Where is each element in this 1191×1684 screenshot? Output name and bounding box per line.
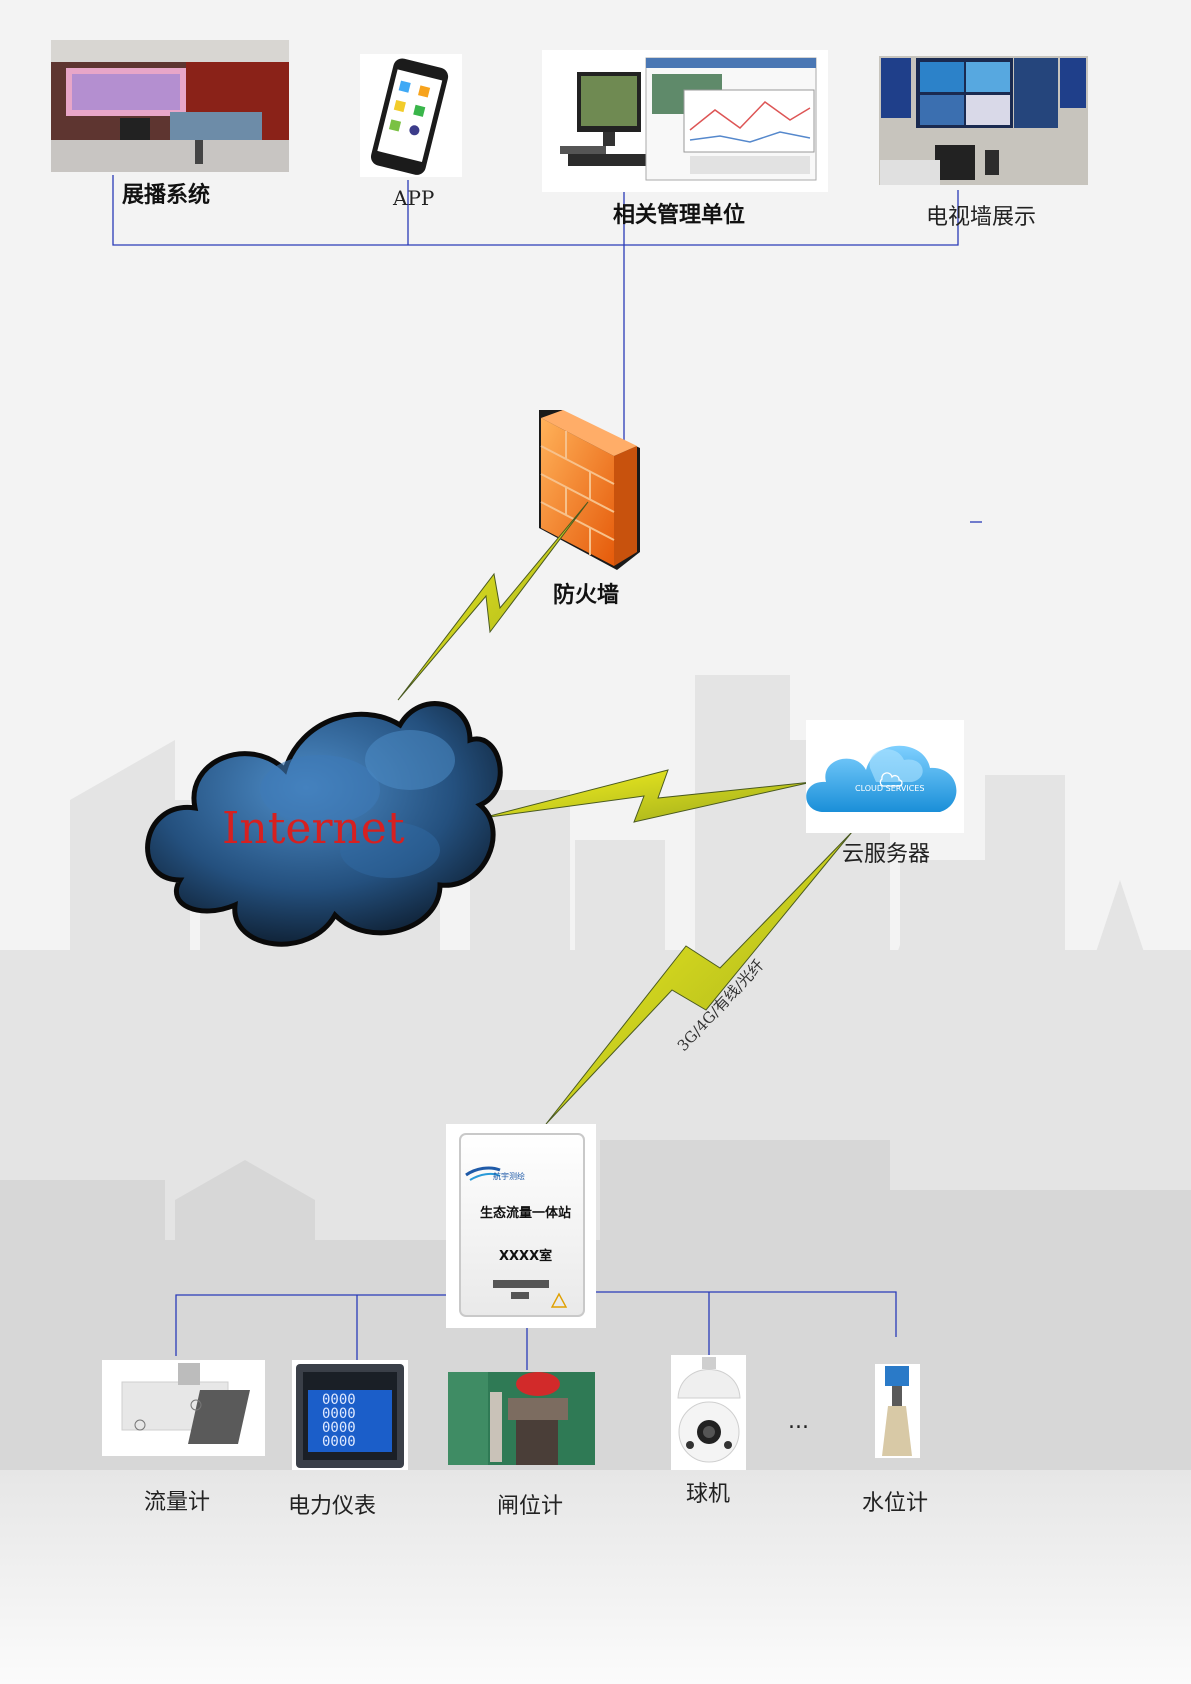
management-computer-photo: [542, 50, 828, 192]
dome-camera-label: 球机: [686, 1482, 730, 1507]
flowmeter-label: 流量计: [144, 1490, 210, 1515]
water-level-label: 水位计: [862, 1491, 928, 1516]
lightning-link-firewall-internet: [397, 501, 589, 701]
station-subtitle: XXXX室: [499, 1248, 552, 1264]
dome-camera-photo: [671, 1355, 746, 1470]
flowmeter-photo: [102, 1360, 265, 1456]
station-brand: 航宇测绘: [493, 1171, 525, 1181]
network-links: [112, 175, 982, 1370]
internet-cloud-icon: [145, 701, 503, 947]
power-meter-photo: [292, 1360, 408, 1470]
cloud-server-label: 云服务器: [842, 842, 930, 867]
app-label: APP: [392, 186, 434, 210]
water-level-meter-photo: [875, 1364, 920, 1458]
meter-row-4: 0000: [322, 1434, 356, 1450]
internet-label: Internet: [222, 803, 405, 854]
app-phone-icon: [360, 54, 462, 177]
station-title: 生态流量一体站: [480, 1205, 571, 1221]
power-meter-display: 0000 0000 0000 0000: [322, 1392, 356, 1450]
display-system-photo: [51, 40, 289, 172]
cloud-services-badge: CLOUD SERVICES: [855, 784, 924, 793]
power-meter-label: 电力仪表: [288, 1494, 376, 1519]
flow-station-cabinet: [446, 1124, 596, 1328]
firewall-label: 防火墙: [553, 583, 619, 608]
meter-row-1: 0000: [322, 1392, 356, 1408]
meter-row-2: 0000: [322, 1406, 356, 1422]
tv-wall-label: 电视墙展示: [926, 205, 1036, 230]
display-system-label: 展播系统: [122, 182, 210, 208]
management-label: 相关管理单位: [613, 202, 745, 228]
floor: [0, 1470, 1191, 1684]
meter-row-3: 0000: [322, 1420, 356, 1436]
tv-wall-photo: [879, 56, 1088, 185]
cloud-services-icon: [806, 720, 964, 833]
gate-meter-label: 闸位计: [497, 1494, 563, 1519]
more-devices-ellipsis: ...: [788, 1409, 809, 1434]
gate-meter-photo: [448, 1372, 595, 1465]
